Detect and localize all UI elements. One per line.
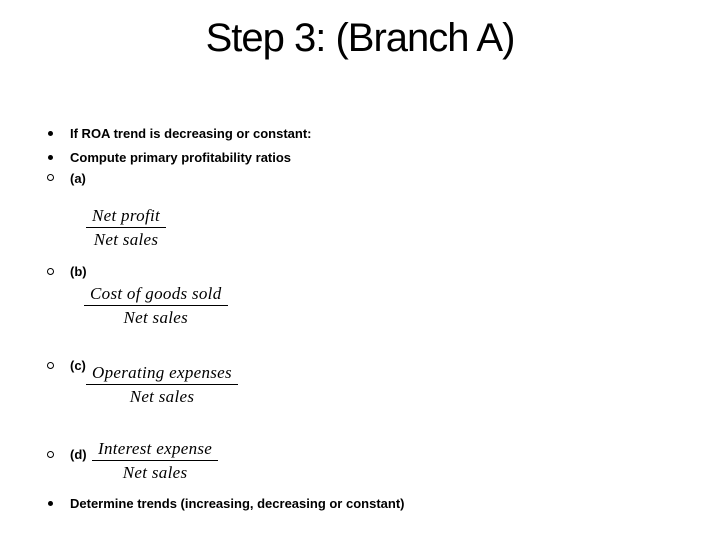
bullet-dot-icon bbox=[48, 131, 53, 136]
bullet-circle-icon bbox=[47, 174, 54, 181]
fraction-denominator: Net sales bbox=[129, 387, 195, 406]
fraction-denominator: Net sales bbox=[122, 463, 188, 482]
bullet-label-b: (b) bbox=[70, 264, 87, 279]
bullet-text-compute-ratios: Compute primary profitability ratios bbox=[70, 150, 292, 165]
bullet-circle-icon bbox=[47, 362, 54, 369]
fraction-denominator: Net sales bbox=[123, 308, 189, 327]
fraction-numerator: Interest expense bbox=[92, 440, 219, 461]
bullet-dot-icon bbox=[48, 155, 53, 160]
bullet-label-d: (d) bbox=[70, 447, 87, 462]
fraction-cost-of-goods-sold: Cost of goods sold Net sales bbox=[84, 285, 228, 326]
bullet-label-a: (a) bbox=[70, 171, 86, 186]
fraction-numerator: Net profit bbox=[86, 207, 167, 228]
fraction-operating-expenses: Operating expenses Net sales bbox=[86, 364, 238, 405]
fraction-denominator: Net sales bbox=[93, 230, 159, 249]
bullet-text-roa-trend: If ROA trend is decreasing or constant: bbox=[70, 126, 312, 141]
bullet-label-c: (c) bbox=[70, 358, 86, 373]
fraction-numerator: Cost of goods sold bbox=[84, 285, 228, 306]
fraction-net-profit: Net profit Net sales bbox=[86, 207, 167, 249]
slide-title: Step 3: (Branch A) bbox=[205, 16, 516, 60]
bullet-circle-icon bbox=[47, 451, 54, 458]
bullet-circle-icon bbox=[47, 268, 54, 275]
bullet-text-determine-trends: Determine trends (increasing, decreasing… bbox=[70, 496, 405, 511]
fraction-interest-expense: Interest expense Net sales bbox=[92, 440, 219, 482]
bullet-dot-icon bbox=[48, 501, 53, 506]
fraction-numerator: Operating expenses bbox=[86, 364, 238, 385]
